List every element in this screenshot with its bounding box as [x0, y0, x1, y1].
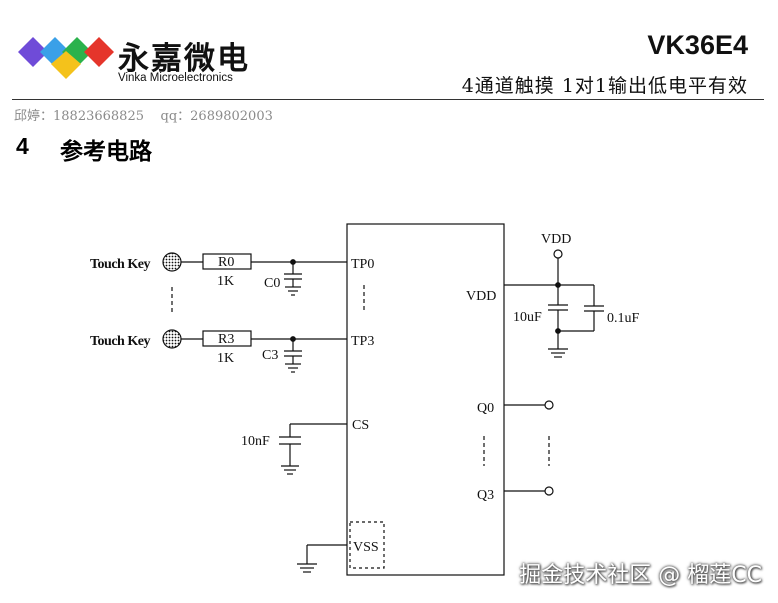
cap-10uf-label: 10uF — [513, 310, 542, 325]
pin-q3: Q3 — [477, 488, 494, 503]
chip-model: VK36E4 — [647, 30, 748, 60]
section-number: 4 — [16, 133, 29, 159]
touch-key-pad — [162, 252, 182, 272]
ic-body — [346, 223, 505, 576]
r0-label: R0 — [218, 255, 234, 270]
header-divider — [12, 99, 764, 100]
pin-tp3: TP3 — [351, 334, 374, 349]
touch-key-label: Touch Key — [90, 257, 150, 272]
chip-subtitle: 4通道触摸 1对1输出低电平有效 — [461, 75, 748, 97]
r0-value: 1K — [217, 274, 234, 289]
c0-label: C0 — [264, 276, 280, 291]
q3-terminal — [544, 486, 554, 496]
pin-q0: Q0 — [477, 401, 494, 416]
touch-key-pad — [162, 329, 182, 349]
touch-key-label: Touch Key — [90, 334, 150, 349]
section-title: 参考电路 — [60, 139, 152, 165]
cap-01uf-label: 0.1uF — [607, 311, 640, 326]
vdd-terminal — [553, 249, 563, 259]
pin-cs: CS — [352, 418, 369, 433]
c3-label: C3 — [262, 348, 278, 363]
vss-pad-box — [349, 521, 385, 569]
r3-value: 1K — [217, 351, 234, 366]
pin-tp0: TP0 — [351, 257, 374, 272]
brand-name-en: Vinka Microelectronics — [118, 72, 233, 84]
contact-line: 邱婷：18823668825 qq：2689802003 — [14, 109, 273, 124]
pin-vss: VSS — [353, 540, 379, 555]
vdd-supply-label: VDD — [541, 232, 571, 247]
brand-name-cn: 永嘉微电 — [118, 41, 250, 77]
watermark-text: 掘金技术社区 @ 榴莲CC — [519, 563, 762, 588]
pin-vdd: VDD — [466, 289, 496, 304]
q0-terminal — [544, 400, 554, 410]
vinka-logo-icon — [18, 37, 114, 79]
r3-label: R3 — [218, 332, 234, 347]
cs-cap-label: 10nF — [241, 434, 270, 449]
